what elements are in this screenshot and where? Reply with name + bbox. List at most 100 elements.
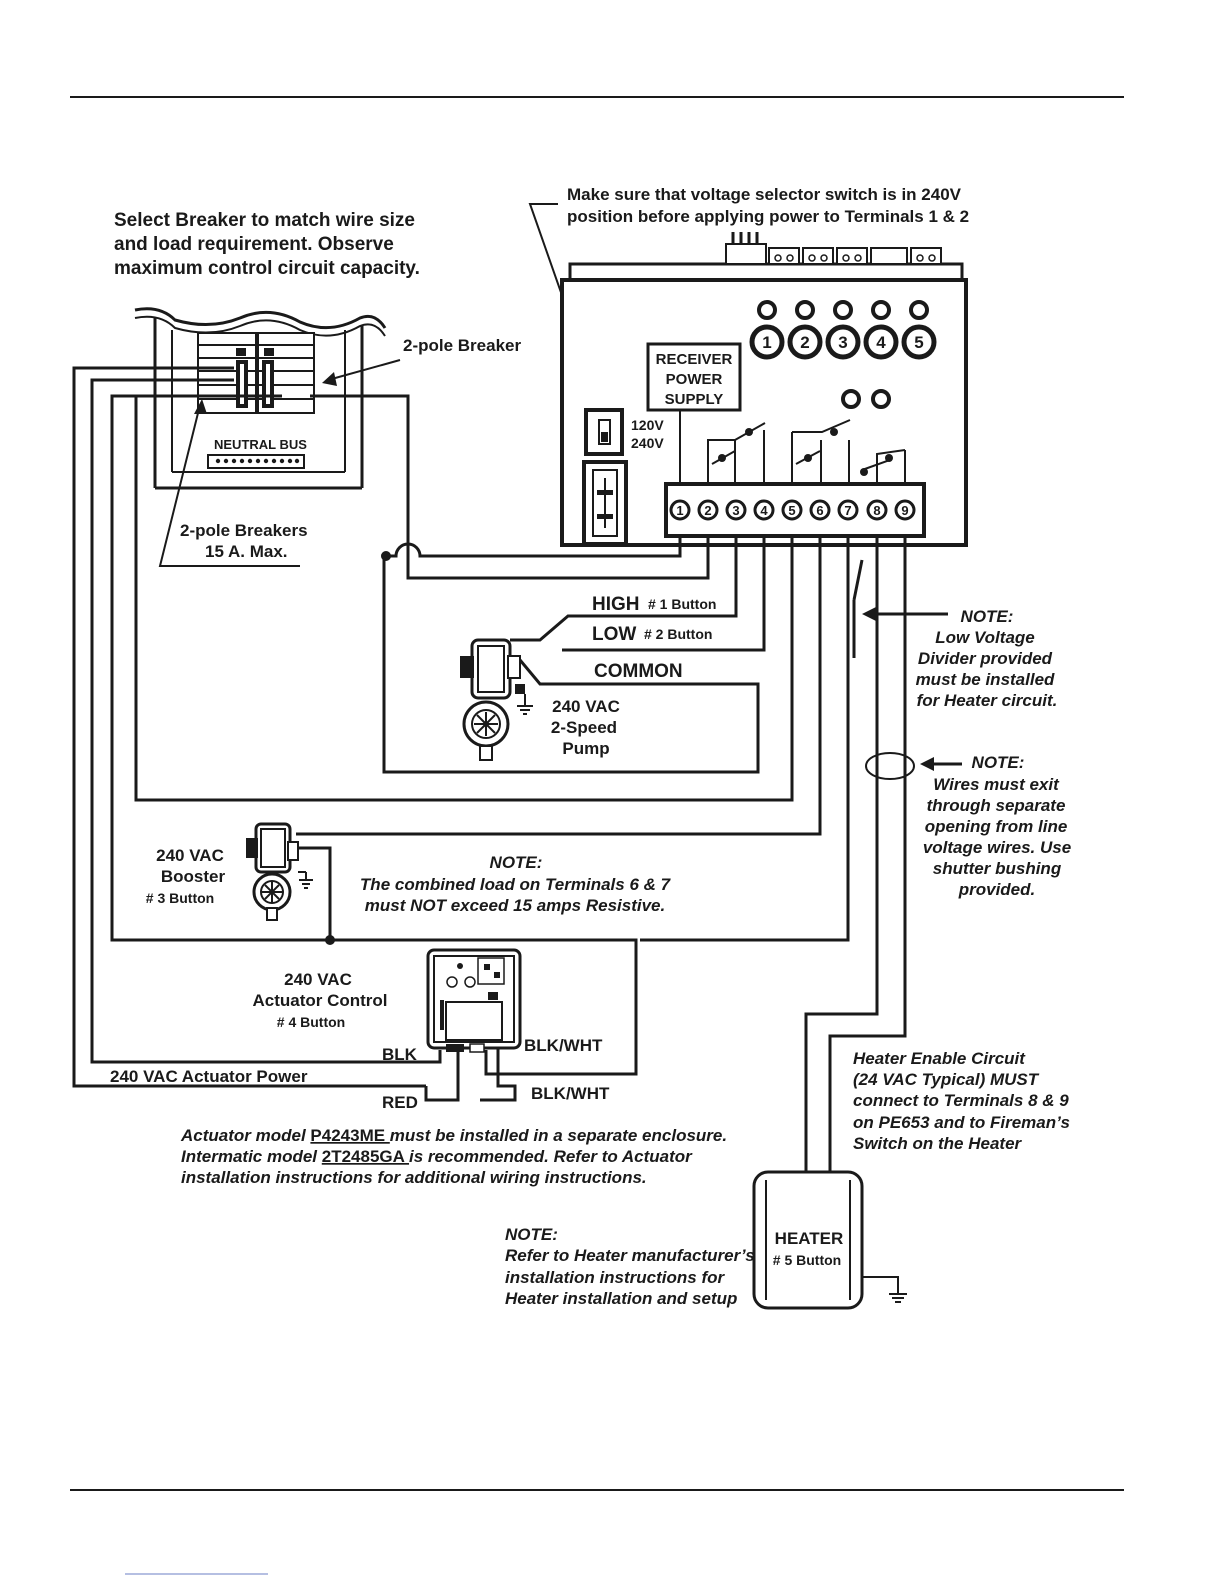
power-center-box (560, 232, 968, 547)
heater-ref-line3: installation instructions for (505, 1268, 726, 1287)
actuator-line2: Actuator Control (252, 991, 387, 1010)
low-voltage-note-line2: Low Voltage (935, 628, 1035, 647)
two-pole-breaker-label: 2-pole Breaker (403, 336, 521, 355)
terminal-4-circle (753, 499, 775, 521)
terminal-9-label: 9 (901, 503, 908, 518)
wires-exit-line4: opening from line (925, 817, 1068, 836)
voltage-120-label: 120V (631, 417, 664, 433)
relay-label-2: 2 (800, 333, 809, 352)
actuator-power-label: 240 VAC Actuator Power (110, 1067, 308, 1086)
actuator-note-line3: installation instructions for additional… (181, 1168, 647, 1187)
pump-line3: Pump (562, 739, 609, 758)
heater-button-label: # 5 Button (773, 1252, 841, 1268)
terminal-3-label: 3 (732, 503, 739, 518)
low-voltage-note-line4: must be installed (916, 670, 1055, 689)
terminal-7-label: 7 (844, 503, 851, 518)
low-voltage-note-line3: Divider provided (918, 649, 1053, 668)
relay-label-1: 1 (762, 333, 771, 352)
common-label: COMMON (594, 661, 683, 682)
terminal-6-label: 6 (816, 503, 823, 518)
relay-label-5: 5 (914, 333, 923, 352)
heater-ref-line4: Heater installation and setup (505, 1289, 737, 1308)
blk-wht-label-2: BLK/WHT (531, 1084, 610, 1103)
breakers-label-line2: 15 A. Max. (205, 542, 288, 561)
terminal-4-label: 4 (760, 503, 768, 518)
heater-enable-line5: Switch on the Heater (853, 1134, 1023, 1153)
actuator-note-l1-pre: Actuator model (180, 1126, 310, 1145)
breaker-note-line2: and load requirement. Observe (114, 234, 394, 255)
two-pole-leader (327, 359, 401, 381)
actuator-note-line1: Actuator model P4243ME must be installed… (180, 1126, 727, 1145)
receiver-line2: POWER (666, 371, 723, 388)
booster-line2: Booster (161, 867, 226, 886)
top-note-line2: position before applying power to Termin… (567, 207, 969, 226)
pump-line1: 240 VAC (552, 697, 620, 716)
wiring (72, 366, 907, 1172)
terminal-2-circle (697, 499, 719, 521)
booster-symbol (246, 822, 313, 921)
red-label: RED (382, 1093, 418, 1112)
heater-enable-line2: (24 VAC Typical) MUST (853, 1070, 1040, 1089)
receiver-line3: SUPPLY (665, 391, 724, 408)
receiver-line1: RECEIVER (656, 351, 733, 368)
low-label: LOW (592, 624, 636, 645)
heater-enable-line4: on PE653 and to Fireman’s (853, 1113, 1070, 1132)
booster-line1: 240 VAC (156, 846, 224, 865)
heater-enable-line3: connect to Terminals 8 & 9 (853, 1091, 1069, 1110)
relay-indicators (749, 324, 937, 360)
breaker-panel (134, 307, 387, 490)
high-label: HIGH (592, 594, 640, 615)
heater-ref-line2: Refer to Heater manufacturer’s (505, 1246, 755, 1265)
wires-exit-line7: provided. (958, 880, 1036, 899)
bushing-circle (865, 752, 915, 780)
terminal-strip: 1 2 3 4 5 6 7 8 9 (669, 499, 916, 521)
terminal-2-label: 2 (704, 503, 711, 518)
actuator-model-2t2485ga: 2T2485GA (322, 1147, 409, 1166)
terminal-3-circle (725, 499, 747, 521)
heater-ref-line1: NOTE: (505, 1225, 558, 1244)
top-note-line1: Make sure that voltage selector switch i… (567, 185, 962, 204)
wires-exit-line2: Wires must exit (933, 775, 1060, 794)
voltage-240-label: 240V (631, 435, 664, 451)
pump-symbol (460, 638, 533, 761)
blk-wht-label-1: BLK/WHT (524, 1036, 603, 1055)
actuator-note-l2-pre: Intermatic model (181, 1147, 322, 1166)
wires-exit-line6: shutter bushing (933, 859, 1062, 878)
terminal-8-circle (866, 499, 888, 521)
terminal-9-circle (894, 499, 916, 521)
actuator-note-line2: Intermatic model 2T2485GA is recommended… (181, 1147, 693, 1166)
terminal-5-label: 5 (788, 503, 795, 518)
relay-label-4: 4 (876, 333, 886, 352)
terminal-6-circle (809, 499, 831, 521)
breakers-label-line1: 2-pole Breakers (180, 521, 308, 540)
actuator-line1: 240 VAC (284, 970, 352, 989)
heater-label: HEATER (775, 1229, 844, 1248)
high-button-label: # 1 Button (648, 596, 716, 612)
two-pole-arrowhead (322, 372, 337, 386)
relay-label-3: 3 (838, 333, 847, 352)
blk-label: BLK (382, 1045, 418, 1064)
wires-exit-line3: through separate (927, 796, 1066, 815)
breakers-arrowhead (194, 399, 207, 414)
wires-exit-arrowhead (920, 757, 934, 771)
heater-enable-line1: Heater Enable Circuit (853, 1049, 1026, 1068)
wires-exit-line5: voltage wires. Use (923, 838, 1071, 857)
neutral-bus-label: NEUTRAL BUS (214, 437, 307, 452)
pump-line2: 2-Speed (551, 718, 617, 737)
actuator-note-l2-post: is recommended. Refer to Actuator (409, 1147, 693, 1166)
booster-button-label: # 3 Button (146, 890, 214, 906)
terminal-1-circle (669, 499, 691, 521)
low-voltage-note-line1: NOTE: (961, 607, 1014, 626)
terminal-8-label: 8 (873, 503, 880, 518)
low-voltage-arrowhead (862, 607, 876, 621)
relay-contacts (679, 410, 906, 484)
breaker-note-line1: Select Breaker to match wire size (114, 210, 415, 231)
combined-load-line2: The combined load on Terminals 6 & 7 (360, 875, 672, 894)
actuator-button-label: # 4 Button (277, 1014, 345, 1030)
wires-exit-line1: NOTE: (972, 753, 1025, 772)
low-button-label: # 2 Button (644, 626, 712, 642)
breaker-note-line3: maximum control circuit capacity. (114, 258, 420, 279)
terminal-1-label: 1 (676, 503, 683, 518)
breakers-leader (158, 404, 300, 567)
